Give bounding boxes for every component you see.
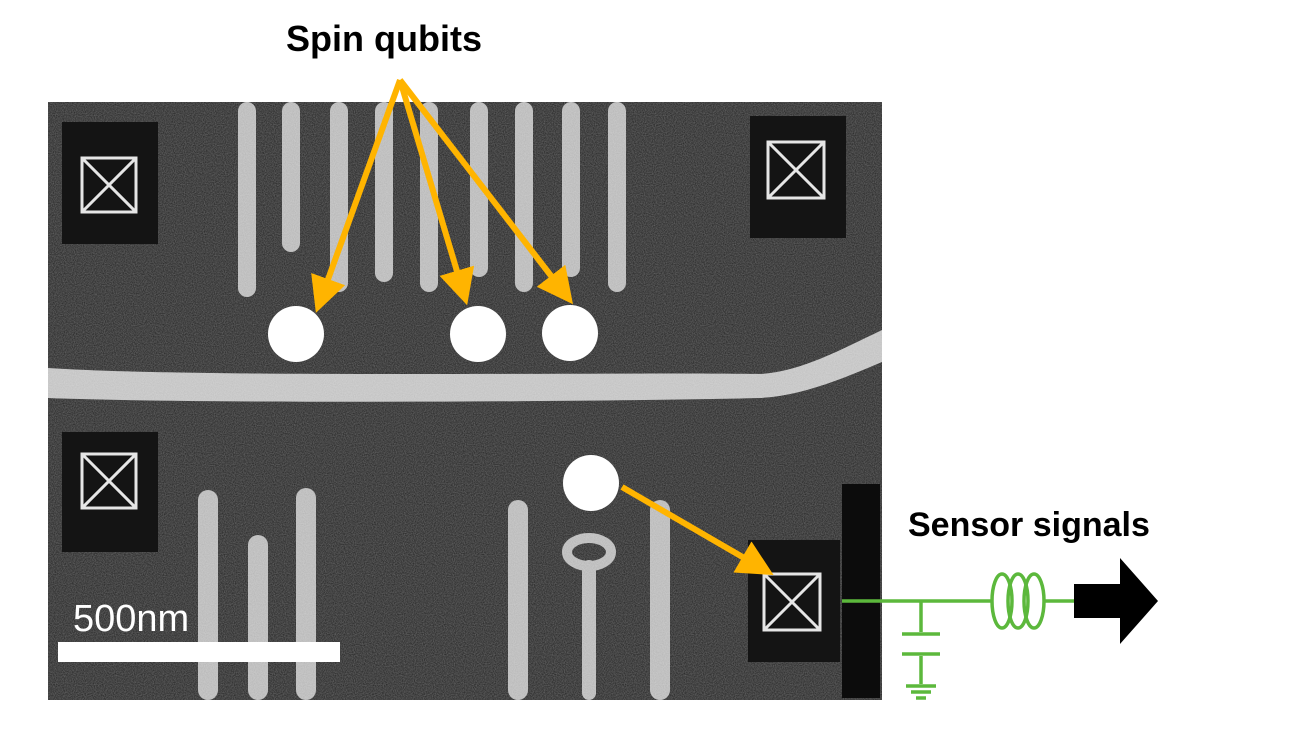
readout-circuit [842,572,1074,700]
ohmic-contact-icon [62,432,158,552]
scale-bar-label: 500nm [73,598,190,640]
contact-lead [842,484,880,698]
qubit-dot [268,306,324,362]
sensor-dot [563,455,619,511]
ground-icon [906,684,936,700]
ohmic-contact-icon [748,540,840,662]
arrow-right-icon [1074,558,1158,644]
sem-noise [48,102,882,700]
qubit-dot [542,305,598,361]
sensor-arrow [620,484,774,576]
ohmic-contact-icon [62,122,158,244]
sensor-signals-label: Sensor signals [908,506,1150,544]
qubit-dot [450,306,506,362]
sem-image [48,102,882,700]
ohmic-contact-icon [750,116,846,238]
capacitor-icon [902,632,940,656]
coil-icon [990,572,1046,630]
qubit-arrows [311,78,573,313]
spin-qubits-title: Spin qubits [286,18,482,59]
scale-bar [58,642,340,662]
qubit-dots [268,305,598,362]
